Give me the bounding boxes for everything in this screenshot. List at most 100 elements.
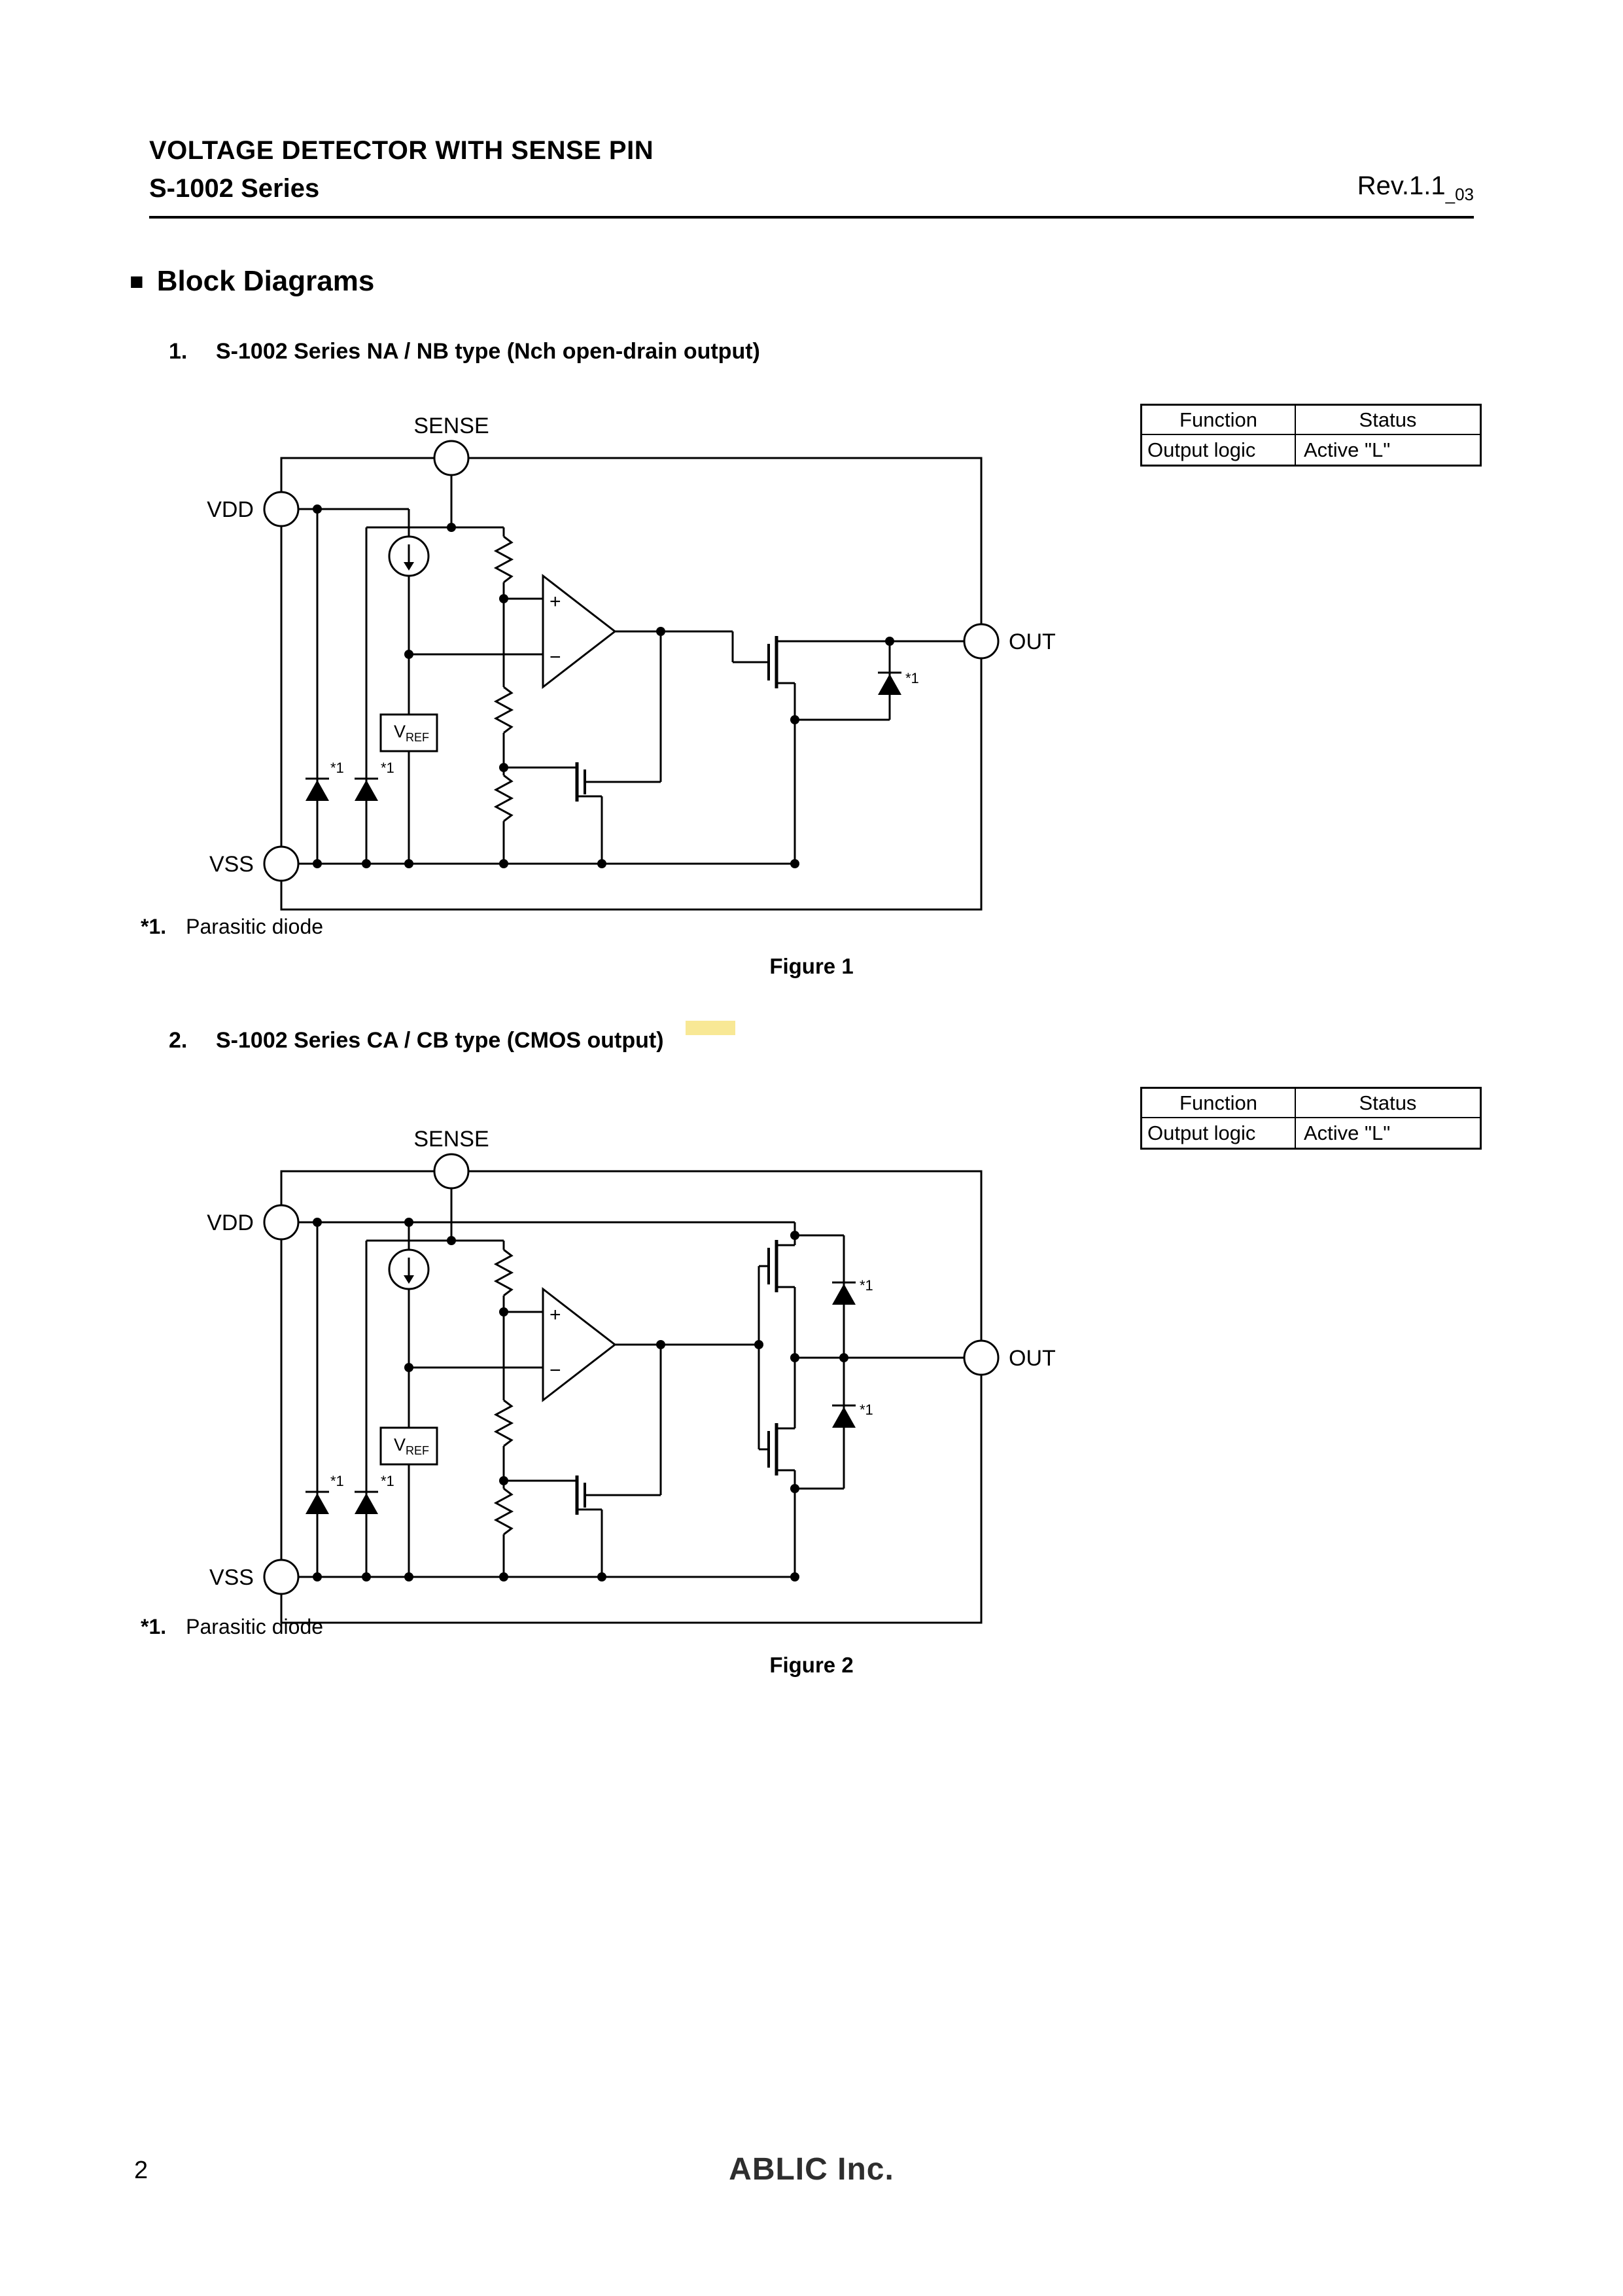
parasitic-diode-sense-label: *1 bbox=[381, 760, 394, 776]
table1-cell-function: Output logic bbox=[1147, 438, 1256, 461]
sense-pin-label: SENSE bbox=[413, 414, 489, 438]
doc-title: VOLTAGE DETECTOR WITH SENSE PIN bbox=[149, 136, 654, 165]
out-pin-label: OUT bbox=[1009, 629, 1056, 654]
vdd-pin-label: VDD bbox=[207, 1210, 254, 1235]
resistor-r3 bbox=[493, 774, 514, 822]
function-status-table-1: Function Status Output logic Active "L" bbox=[1140, 404, 1482, 467]
table2-cell-status: Active "L" bbox=[1295, 1118, 1480, 1148]
comparator-minus-label: − bbox=[550, 646, 561, 668]
sense-pin-label: SENSE bbox=[413, 1127, 489, 1152]
highlight-mark bbox=[686, 1021, 735, 1035]
figure-2-note: *1. Parasitic diode bbox=[141, 1615, 323, 1639]
resistor-r1 bbox=[493, 1248, 514, 1297]
table2-cell-function: Output logic bbox=[1147, 1121, 1256, 1144]
vdd-pin-label: VDD bbox=[207, 497, 254, 522]
current-source bbox=[388, 535, 430, 577]
table2-header-status: Status bbox=[1295, 1089, 1480, 1118]
vss-pin bbox=[263, 845, 300, 882]
comparator-plus-label: + bbox=[550, 1304, 561, 1326]
current-source bbox=[388, 1248, 430, 1290]
junction-dots bbox=[313, 504, 894, 868]
vref-sub-label: REF bbox=[406, 731, 429, 744]
section-title-text: Block Diagrams bbox=[156, 265, 375, 297]
hysteresis-transistor bbox=[575, 762, 586, 802]
note-ref: *1. bbox=[141, 1615, 167, 1638]
note-text: Parasitic diode bbox=[186, 915, 324, 938]
parasitic-diode-nch-label: *1 bbox=[860, 1402, 873, 1418]
table1-header-function: Function bbox=[1142, 406, 1295, 435]
parasitic-diode-output bbox=[878, 671, 901, 695]
resistor-r1 bbox=[493, 535, 514, 584]
sense-pin bbox=[433, 440, 470, 476]
doc-revision: Rev.1.1_03 bbox=[1357, 171, 1474, 205]
section-marker-icon: ■ bbox=[130, 268, 144, 294]
out-pin bbox=[963, 1339, 1000, 1376]
parasitic-diode-sense bbox=[355, 777, 378, 801]
output-nch-transistor bbox=[767, 1423, 778, 1475]
vss-pin-label: VSS bbox=[209, 852, 254, 877]
note-ref: *1. bbox=[141, 915, 167, 938]
revision-suffix: _03 bbox=[1445, 185, 1474, 204]
parasitic-diode-vdd bbox=[305, 777, 329, 801]
vref-label: V bbox=[394, 1435, 406, 1455]
function-status-table-2: Function Status Output logic Active "L" bbox=[1140, 1087, 1482, 1150]
figure1-wires bbox=[280, 457, 983, 911]
svg-text:VREF: VREF bbox=[394, 722, 429, 744]
figure-2-diagram: + − VREF *1 *1 bbox=[207, 1127, 1056, 1624]
parasitic-diode-output-label: *1 bbox=[905, 670, 919, 686]
parasitic-diode-pch bbox=[832, 1281, 856, 1305]
hysteresis-transistor bbox=[575, 1475, 586, 1515]
vref-box: VREF bbox=[379, 713, 438, 752]
comparator-plus-label: + bbox=[550, 591, 561, 612]
figure-1-diagram: + − VREF *1 *1 *1 bbox=[207, 414, 1056, 911]
parasitic-diode-sense-label: *1 bbox=[381, 1473, 394, 1489]
header-rule bbox=[149, 216, 1474, 219]
parasitic-diode-vdd-label: *1 bbox=[330, 760, 344, 776]
current-source-arrow-icon bbox=[404, 1275, 414, 1284]
vref-box: VREF bbox=[379, 1426, 438, 1466]
vdd-pin bbox=[263, 491, 300, 527]
output-nch-transistor bbox=[767, 636, 778, 688]
sense-pin bbox=[433, 1153, 470, 1190]
section-block-diagrams: ■ Block Diagrams bbox=[130, 265, 374, 298]
parasitic-diode-sense bbox=[355, 1491, 378, 1514]
vdd-pin bbox=[263, 1204, 300, 1241]
figure-1-heading-text: S-1002 Series NA / NB type (Nch open-dra… bbox=[216, 339, 760, 364]
parasitic-diode-nch bbox=[832, 1404, 856, 1428]
figure-1-heading: 1. S-1002 Series NA / NB type (Nch open-… bbox=[169, 339, 760, 364]
svg-text:VREF: VREF bbox=[394, 1435, 429, 1457]
out-pin bbox=[963, 623, 1000, 660]
figure-2-number: 2. bbox=[169, 1028, 188, 1053]
figure-1-caption: Figure 1 bbox=[769, 954, 854, 978]
output-pch-transistor bbox=[767, 1240, 778, 1292]
revision-text: Rev.1.1 bbox=[1357, 171, 1446, 200]
junction-dots bbox=[313, 1218, 848, 1581]
figure-1-number: 1. bbox=[169, 339, 188, 364]
circuit-border bbox=[280, 1170, 983, 1624]
parasitic-diode-pch-label: *1 bbox=[860, 1277, 873, 1294]
table1-header-status: Status bbox=[1295, 406, 1480, 435]
figure-2-heading: 2. S-1002 Series CA / CB type (CMOS outp… bbox=[169, 1028, 664, 1053]
vss-pin-label: VSS bbox=[209, 1565, 254, 1590]
company-logo: ABLIC Inc. bbox=[729, 2152, 894, 2187]
figure-2-caption: Figure 2 bbox=[769, 1653, 854, 1677]
note-text: Parasitic diode bbox=[186, 1615, 324, 1638]
comparator bbox=[542, 573, 617, 690]
resistor-r2 bbox=[493, 1399, 514, 1447]
parasitic-diode-vdd-label: *1 bbox=[330, 1473, 344, 1489]
parasitic-diode-vdd bbox=[305, 1491, 329, 1514]
out-pin-label: OUT bbox=[1009, 1346, 1056, 1371]
vref-label: V bbox=[394, 722, 406, 741]
doc-series: S-1002 Series bbox=[149, 174, 320, 203]
resistor-r3 bbox=[493, 1487, 514, 1536]
figure-1-note: *1. Parasitic diode bbox=[141, 915, 323, 939]
vref-sub-label: REF bbox=[406, 1444, 429, 1457]
figure-2-heading-text: S-1002 Series CA / CB type (CMOS output) bbox=[216, 1028, 664, 1053]
comparator bbox=[542, 1286, 617, 1403]
figure2-wires bbox=[280, 1170, 983, 1624]
page-number: 2 bbox=[134, 2157, 148, 2184]
comparator-minus-label: − bbox=[550, 1360, 561, 1381]
vss-pin bbox=[263, 1559, 300, 1595]
current-source-arrow-icon bbox=[404, 562, 414, 571]
